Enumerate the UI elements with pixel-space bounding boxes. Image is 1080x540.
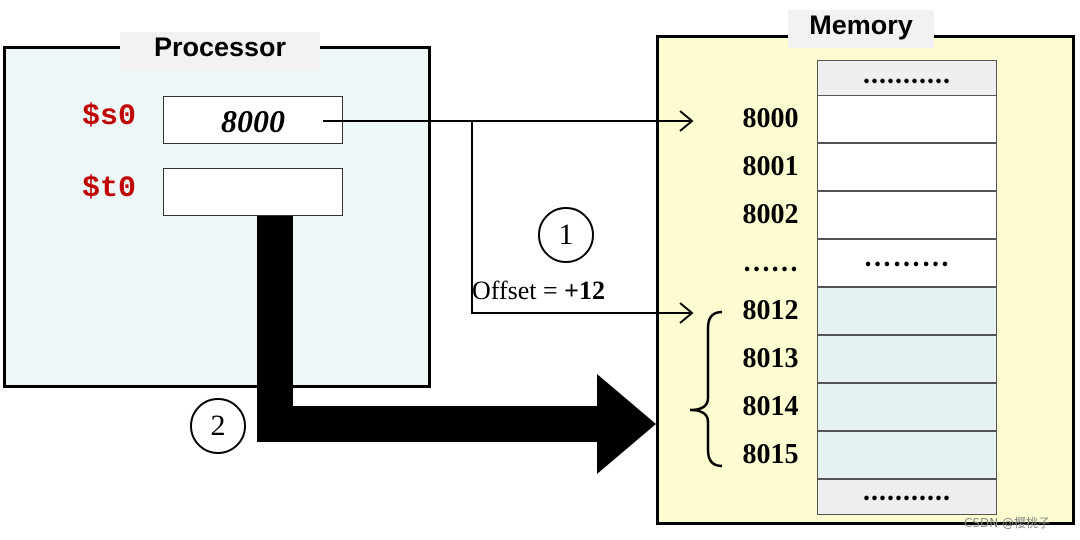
memory-cell-8012 (817, 287, 997, 335)
memory-cell-8013 (817, 335, 997, 383)
memory-cell-8000 (817, 95, 997, 143)
memory-title: Memory (788, 10, 934, 48)
address-ellipsis: …… (742, 247, 799, 278)
memory-cell-8014 (817, 383, 997, 431)
watermark: CSDN @樱桃子 (964, 516, 1051, 530)
register-t0-box (163, 168, 343, 216)
register-s0-value: 8000 (221, 103, 285, 139)
address-8002: 8002 (742, 199, 799, 230)
address-8013: 8013 (742, 343, 799, 374)
load-arrow (257, 216, 656, 474)
brace-icon (689, 310, 723, 468)
offset-value: +12 (564, 276, 605, 305)
step-1-circle: 1 (538, 207, 594, 263)
register-s0-label: $s0 (82, 100, 137, 134)
processor-title: Processor (120, 32, 320, 70)
address-8012: 8012 (742, 295, 799, 326)
step-2-circle: 2 (190, 398, 246, 454)
address-8014: 8014 (742, 391, 799, 422)
memory-cell-bottom-ellipsis: ........... (817, 478, 997, 515)
offset-arrow (471, 120, 694, 324)
offset-label: Offset = +12 (472, 276, 605, 306)
address-8000: 8000 (742, 103, 799, 134)
memory-cell-8002 (817, 191, 997, 239)
register-t0-label: $t0 (82, 172, 137, 206)
address-8015: 8015 (742, 439, 799, 470)
memory-cell-ellipsis: ……… (817, 239, 997, 287)
memory-cell-8015 (817, 431, 997, 479)
register-s0-box: 8000 (163, 96, 343, 144)
memory-cell-8001 (817, 143, 997, 191)
address-8001: 8001 (742, 151, 799, 182)
offset-prefix: Offset = (472, 276, 565, 305)
pointer-arrow (323, 110, 694, 132)
